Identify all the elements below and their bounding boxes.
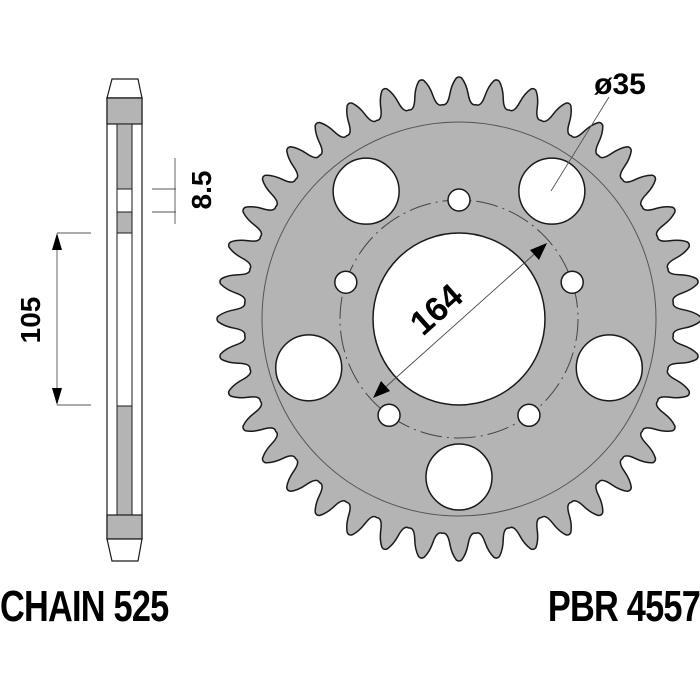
lightening-hole xyxy=(575,334,644,402)
side-hub-upper xyxy=(116,123,133,190)
holes xyxy=(274,157,644,511)
side-hub-lower xyxy=(116,405,133,516)
side-top-chamfer xyxy=(106,78,143,99)
hub-dimension xyxy=(56,232,91,406)
side-hub-bore xyxy=(116,232,133,407)
arrow-up-icon xyxy=(52,233,62,250)
hole-diameter-leader xyxy=(550,96,610,192)
hub-dimension-label: 105 xyxy=(15,297,46,344)
lightening-hole xyxy=(425,443,493,511)
lightening-hole xyxy=(518,157,586,225)
offset-dimension xyxy=(152,158,176,224)
part-number-label: PBR 4557 xyxy=(547,582,700,631)
front-view: 164 ø35 xyxy=(216,68,700,562)
side-hub-gap xyxy=(116,188,133,213)
offset-dimension-label: 8.5 xyxy=(186,171,217,210)
side-bottom-chamfer xyxy=(106,538,143,562)
arrow-lower-left-icon xyxy=(373,381,390,398)
side-view: 8.5 105 xyxy=(15,78,217,562)
lightening-hole xyxy=(332,157,400,225)
center-bore-hole xyxy=(372,232,546,406)
hole-diameter-label: ø35 xyxy=(594,68,646,101)
side-hub-small xyxy=(116,211,133,234)
bolt-hole xyxy=(447,188,471,212)
side-bottom-flange xyxy=(106,514,143,540)
bolt-hole xyxy=(560,270,584,294)
lightening-hole xyxy=(274,334,343,402)
arrow-upper-right-icon xyxy=(530,243,547,260)
bolt-hole xyxy=(334,270,358,294)
chain-size-label: CHAIN 525 xyxy=(0,582,169,631)
bolt-hole xyxy=(517,403,541,428)
arrow-down-icon xyxy=(52,388,62,405)
reference-circle xyxy=(261,121,657,517)
bolt-hole xyxy=(377,403,401,428)
side-top-flange xyxy=(106,97,143,125)
bolt-circle-dimension-line xyxy=(379,248,541,393)
